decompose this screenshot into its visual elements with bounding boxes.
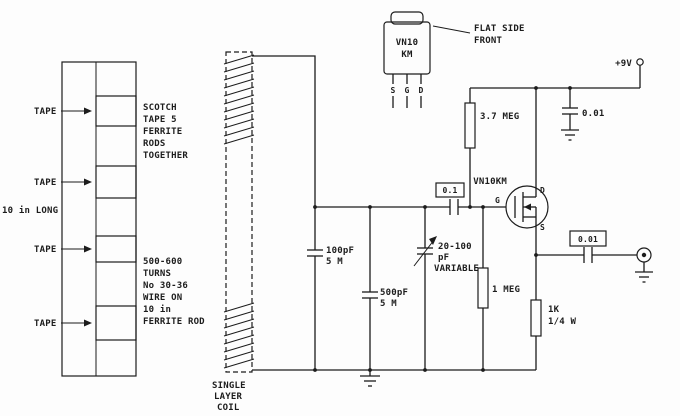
note-line: TURNS [143,269,171,279]
resistor-body [477,267,489,309]
note-line: 10 in [143,304,171,315]
single-layer-coil: SINGLE LAYER COIL [212,51,255,413]
tape-arrowhead-icon [84,319,92,327]
coil-label: SINGLE [212,381,246,391]
package-pin-label: G [404,86,409,95]
resistor-body [464,102,476,149]
body-arrow-icon [524,203,531,211]
cap-500pf: 500pF 5 M [362,207,408,370]
coil-windings-bottom [223,302,255,369]
tape-arrowhead-icon [84,245,92,253]
rod-note-bottom: 500-600 TURNS No 30-36 WIRE ON 10 in FER… [143,257,205,327]
main-ground [360,370,380,387]
cap-100pf: 100pF 5 M [307,207,354,370]
tape-band [95,95,137,127]
note-line: TOGETHER [143,151,188,161]
resistor-value: 1 MEG [492,285,520,295]
jack-center-icon [641,252,647,258]
flat-side-note: FRONT [474,36,502,46]
rod-outline [61,61,137,377]
note-line: FERRITE ROD [143,317,205,327]
note-line: No 30-36 [143,281,188,291]
cap-unit: pF [438,253,449,263]
drain-pin-label: D [540,186,545,195]
supply-label: +9V [615,59,632,69]
rod-length-label: 10 in LONG [2,205,58,216]
note-line: 500-600 [143,257,182,267]
output-jack [635,247,653,283]
package-pin-label: S [390,86,395,95]
tape-arrowhead-icon [84,107,92,115]
tape-band [95,165,137,199]
ferrite-rod-assembly: TAPE TAPE TAPE TAPE 10 in LONG SCOTCH TA… [2,61,205,377]
cap-variable: 20-100 pF VARIABLE [413,207,479,370]
tape-label: TAPE [34,245,56,255]
resistor-value: 3.7 MEG [480,112,519,122]
tape-arrowhead-icon [84,178,92,186]
transistor-label: VN10KM [473,177,507,187]
package-body [383,21,431,75]
cap-value: 0.01 [578,235,598,244]
cap-value: 100pF [326,246,354,256]
coil-former [225,51,253,373]
cap-output: 0.01 [569,230,637,263]
tape-callout: TAPE [34,319,92,329]
transistor-package-inset: VN10 KM S G D FLAT SIDE FRONT [383,11,525,108]
tape-label: TAPE [34,107,56,117]
coil-windings-top [223,54,255,145]
cap-value: 0.01 [582,109,604,119]
package-top [390,11,424,25]
junction-dots [313,86,572,372]
coil-label: LAYER [214,392,242,402]
package-pin-label: D [418,86,423,95]
note-line: SCOTCH [143,103,177,113]
note-line: TAPE 5 [143,115,177,125]
coupling-cap-label-box [435,182,465,198]
package-name: VN10 [396,38,418,48]
cap-value: 20-100 [438,242,472,252]
coil-label: COIL [217,403,240,413]
source-pin-label: S [540,223,545,232]
cap-value: 500pF [380,288,408,298]
output-cap-label-box [569,230,607,247]
resistor-body [530,299,542,337]
resistor-rating: 1/4 W [548,317,576,327]
rod-note-top: SCOTCH TAPE 5 FERRITE RODS TOGETHER [143,103,188,161]
resistor-value: 1K [548,305,560,315]
variable-arrowhead-icon [429,236,437,245]
resistor-3p7meg: 3.7 MEG [464,88,519,207]
cap-bypass: 0.01 [561,88,604,141]
package-name: KM [401,50,413,60]
tape-label: TAPE [34,178,56,188]
tape-callout: TAPE [34,178,92,188]
supply-terminal-icon [636,58,644,66]
cap-note: VARIABLE [434,264,479,274]
tape-callout: TAPE [34,107,92,117]
resistor-1k: 1K 1/4 W [530,255,576,370]
cap-type: 5 M [380,299,397,309]
receiver-circuit: 0.1 100pF 5 M 500pF 5 M 20-10 [252,55,653,387]
resistor-1meg: 1 MEG [477,207,520,370]
coupling-cap-label: 0.1 [442,186,457,195]
tape-band [95,305,137,341]
note-line: RODS [143,139,165,149]
tape-band [95,235,137,263]
note-line: FERRITE [143,127,182,137]
variable-arrow [413,239,435,267]
flat-side-leader [432,25,471,34]
tape-callout: TAPE [34,245,92,255]
gate-pin-label: G [495,196,500,205]
coil-top-lead [252,55,316,207]
cap-type: 5 M [326,257,343,267]
transistor-outline [505,185,549,229]
flat-side-note: FLAT SIDE [474,24,525,34]
tape-label: TAPE [34,319,56,329]
note-line: WIRE ON [143,293,182,303]
mosfet-vn10km: VN10KM G D S [473,88,549,255]
